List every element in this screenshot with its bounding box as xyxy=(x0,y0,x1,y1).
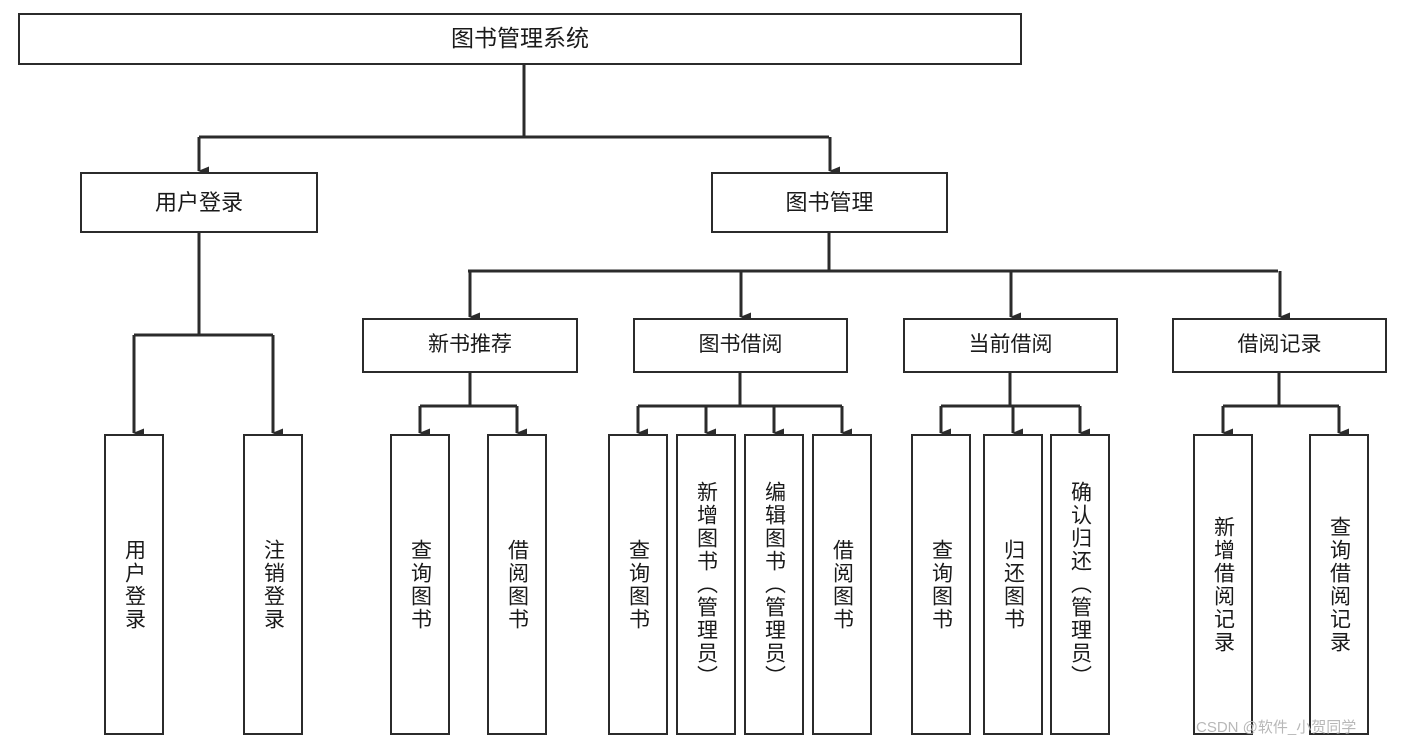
node-leaf-add-book[interactable]: 新增图书（管理员） xyxy=(676,434,736,735)
node-new-book-rec[interactable]: 新书推荐 xyxy=(362,318,578,373)
node-label-book-borrow: 图书借阅 xyxy=(698,333,783,357)
node-label-leaf-query-book-3: 查询图书 xyxy=(929,538,953,631)
node-label-leaf-add-book: 新增图书（管理员） xyxy=(694,481,718,688)
node-leaf-add-record[interactable]: 新增借阅记录 xyxy=(1193,434,1253,735)
node-label-leaf-logout: 注销登录 xyxy=(261,538,285,631)
node-leaf-confirm-return[interactable]: 确认归还（管理员） xyxy=(1050,434,1110,735)
node-leaf-query-book-3[interactable]: 查询图书 xyxy=(911,434,971,735)
node-label-current-borrow: 当前借阅 xyxy=(968,333,1053,357)
node-leaf-query-book-1[interactable]: 查询图书 xyxy=(390,434,450,735)
node-label-user-login: 用户登录 xyxy=(154,189,243,215)
node-label-leaf-edit-book: 编辑图书（管理员） xyxy=(762,481,786,688)
node-leaf-borrow-book-2[interactable]: 借阅图书 xyxy=(812,434,872,735)
node-leaf-user-login[interactable]: 用户登录 xyxy=(104,434,164,735)
node-label-new-book-rec: 新书推荐 xyxy=(428,333,512,357)
node-label-leaf-confirm-return: 确认归还（管理员） xyxy=(1068,481,1092,688)
node-label-leaf-query-book-2: 查询图书 xyxy=(626,538,650,631)
node-label-leaf-return-book: 归还图书 xyxy=(1001,538,1025,631)
node-label-leaf-query-book-1: 查询图书 xyxy=(408,538,432,631)
node-label-leaf-borrow-book-2: 借阅图书 xyxy=(830,538,854,631)
node-label-book-manage: 图书管理 xyxy=(785,189,874,215)
node-label-leaf-borrow-book-1: 借阅图书 xyxy=(505,538,529,631)
node-book-manage[interactable]: 图书管理 xyxy=(711,172,948,233)
node-label-leaf-user-login: 用户登录 xyxy=(122,538,146,631)
connector-lines xyxy=(132,65,1349,438)
node-label-leaf-query-record: 查询借阅记录 xyxy=(1327,515,1351,654)
node-leaf-query-book-2[interactable]: 查询图书 xyxy=(608,434,668,735)
node-user-login[interactable]: 用户登录 xyxy=(80,172,318,233)
node-root[interactable]: 图书管理系统 xyxy=(18,13,1022,65)
node-borrow-record[interactable]: 借阅记录 xyxy=(1172,318,1387,373)
node-leaf-borrow-book-1[interactable]: 借阅图书 xyxy=(487,434,547,735)
node-leaf-return-book[interactable]: 归还图书 xyxy=(983,434,1043,735)
node-book-borrow[interactable]: 图书借阅 xyxy=(633,318,848,373)
node-label-borrow-record: 借阅记录 xyxy=(1237,333,1322,357)
node-leaf-edit-book[interactable]: 编辑图书（管理员） xyxy=(744,434,804,735)
node-label-leaf-add-record: 新增借阅记录 xyxy=(1211,515,1235,654)
node-leaf-query-record[interactable]: 查询借阅记录 xyxy=(1309,434,1369,735)
node-current-borrow[interactable]: 当前借阅 xyxy=(903,318,1118,373)
node-label-root: 图书管理系统 xyxy=(451,25,589,52)
node-leaf-logout[interactable]: 注销登录 xyxy=(243,434,303,735)
